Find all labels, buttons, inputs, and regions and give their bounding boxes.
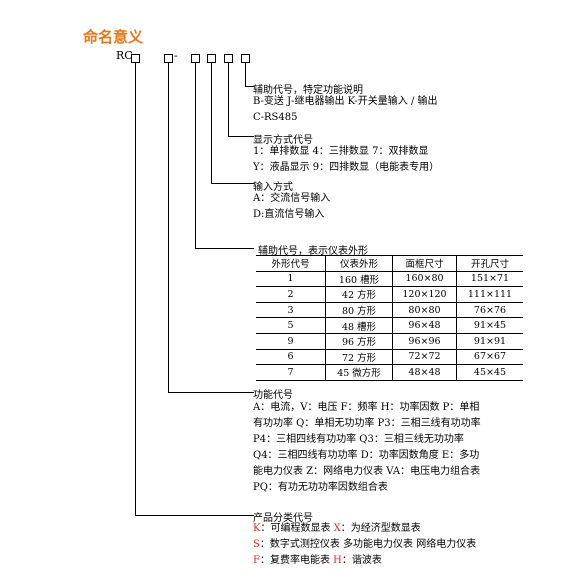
- product-code-text: ：可编程数显表: [260, 523, 334, 534]
- table-cell: 3: [256, 301, 326, 318]
- connector-shape: [195, 63, 254, 249]
- table-cell: 42 方形: [325, 286, 393, 303]
- table-row: 6 72 方形 72×72 67×67: [256, 348, 523, 365]
- aux-line: B-变送 J-继电器输出 K-开关量输入 / 输出: [253, 96, 438, 107]
- function-lines: A：电流，V：电压 F：频率 H：功率因数 P：单相 有功功率 Q：单相无功功率…: [253, 400, 481, 496]
- input-heading: 输入方式: [253, 182, 293, 193]
- product-line: K：可编程数显表 X：为经济型数显表: [253, 521, 476, 537]
- code-box-product: [131, 54, 140, 63]
- table-cell: 96×96: [392, 332, 457, 350]
- product-code-text: ：数字式测控仪表 多功能电力仪表 网络电力仪表: [259, 539, 477, 550]
- table-cell: 9: [256, 332, 326, 350]
- product-code-text: ：为经济型数显表: [340, 523, 421, 534]
- table-row: 1 160 槽形 160×80 151×71: [256, 270, 523, 287]
- table-cell: 72 方形: [325, 348, 393, 365]
- table-cell: 76×76: [456, 301, 523, 318]
- table-cell: 160 槽形: [325, 270, 393, 287]
- table-cell: 96 方形: [325, 332, 393, 350]
- function-line: A：电流，V：电压 F：频率 H：功率因数 P：单相: [253, 402, 480, 413]
- connector-aux: [245, 63, 254, 87]
- table-cell: 160×80: [392, 270, 457, 287]
- table-cell: 48 槽形: [325, 317, 393, 334]
- display-line: 1：单排数显 4：三排数显 7：双排数显: [253, 146, 429, 157]
- table-row: 3 80 方形 80×80 76×76: [256, 301, 523, 318]
- page-title: 命名意义: [83, 28, 144, 46]
- product-code-letter: K: [253, 523, 261, 534]
- table-cell: 151×71: [456, 270, 523, 287]
- function-line: Q4：三相四线有功功率 D：功率因数角度 E：多功: [253, 450, 480, 461]
- table-row: 2 42 方形 120×120 111×111: [256, 286, 523, 303]
- table-cell: 7: [256, 364, 326, 381]
- product-line: S：数字式测控仪表 多功能电力仪表 网络电力仪表: [253, 537, 476, 553]
- table-header: 开孔尺寸: [456, 255, 523, 272]
- table-cell: 45 微方形: [325, 364, 393, 381]
- table-cell: 91×45: [456, 317, 523, 334]
- code-box-shape: [191, 54, 200, 63]
- connector-input: [211, 63, 254, 184]
- table-row: 7 45 微方形 48×48 45×45: [256, 364, 523, 381]
- table-cell: 2: [256, 286, 326, 303]
- product-code-text: ：复费率电能表: [259, 555, 334, 566]
- function-line: 有功功率 Q：单相无功功率 P3：三相三线有功功率: [253, 418, 481, 429]
- input-line: D:直流信号输入: [253, 209, 325, 220]
- aux-line: C-RS485: [253, 112, 298, 123]
- code-box-function: [164, 54, 173, 63]
- product-heading: 产品分类代号: [253, 513, 313, 524]
- connector-product: [135, 63, 254, 516]
- shape-table: 外形代号 仪表外形 面框尺寸 开孔尺寸 1 160 槽形 160×80 151×…: [256, 255, 523, 381]
- function-line: PQ：有功无功功率因数组合表: [253, 482, 388, 493]
- table-cell: 96×48: [392, 317, 457, 334]
- table-header-row: 外形代号 仪表外形 面框尺寸 开孔尺寸: [256, 255, 523, 272]
- connector-function: [168, 63, 254, 393]
- product-lines: K：可编程数显表 X：为经济型数显表 S：数字式测控仪表 多功能电力仪表 网络电…: [253, 521, 476, 569]
- table-cell: 67×67: [456, 348, 523, 365]
- code-box-display: [224, 54, 233, 63]
- display-line: Y：液晶显示 9：四排数显（电能表专用）: [253, 162, 440, 173]
- code-prefix: RC: [116, 49, 133, 62]
- code-dash: -: [174, 49, 178, 62]
- shape-heading: 辅助代号，表示仪表外形: [258, 246, 368, 257]
- aux-heading: 辅助代号，特定功能说明: [253, 85, 363, 96]
- product-code-text: ：谐波表: [341, 555, 382, 566]
- aux-lines: B-变送 J-继电器输出 K-开关量输入 / 输出 C-RS485: [253, 94, 438, 126]
- product-code-letter: H: [333, 555, 342, 566]
- code-box-aux: [241, 54, 250, 63]
- table-row: 5 48 槽形 96×48 91×45: [256, 317, 523, 334]
- display-heading: 显示方式代号: [253, 135, 313, 146]
- table-cell: 80 方形: [325, 301, 393, 318]
- product-code-letter: S: [253, 539, 260, 550]
- display-lines: 1：单排数显 4：三排数显 7：双排数显 Y：液晶显示 9：四排数显（电能表专用…: [253, 144, 439, 176]
- table-cell: 111×111: [456, 286, 523, 303]
- input-line: A：交流信号输入: [253, 193, 331, 204]
- product-line: F：复费率电能表 H：谐波表: [253, 553, 476, 569]
- product-code-letter: X: [333, 523, 341, 534]
- table-row: 9 96 方形 96×96 91×91: [256, 332, 523, 350]
- table-header: 仪表外形: [325, 255, 393, 272]
- table-cell: 80×80: [392, 301, 457, 318]
- table-cell: 1: [256, 270, 326, 287]
- table-cell: 48×48: [392, 364, 457, 381]
- table-cell: 120×120: [392, 286, 457, 303]
- connector-display: [228, 63, 254, 137]
- table-cell: 72×72: [392, 348, 457, 365]
- code-box-input: [207, 54, 216, 63]
- table-header: 外形代号: [256, 255, 326, 272]
- function-line: P4：三相四线有功功率 Q3：三相三线无功功率: [253, 434, 464, 445]
- function-heading: 功能代号: [253, 390, 293, 401]
- table-cell: 45×45: [456, 364, 523, 381]
- table-cell: 91×91: [456, 332, 523, 350]
- table-cell: 6: [256, 348, 326, 365]
- table-header: 面框尺寸: [392, 255, 457, 272]
- input-lines: A：交流信号输入 D:直流信号输入: [253, 191, 330, 223]
- table-cell: 5: [256, 317, 326, 334]
- product-code-letter: F: [253, 555, 260, 566]
- function-line: 能电力仪表 Z：网络电力仪表 VA：电压电力组合表: [253, 466, 481, 477]
